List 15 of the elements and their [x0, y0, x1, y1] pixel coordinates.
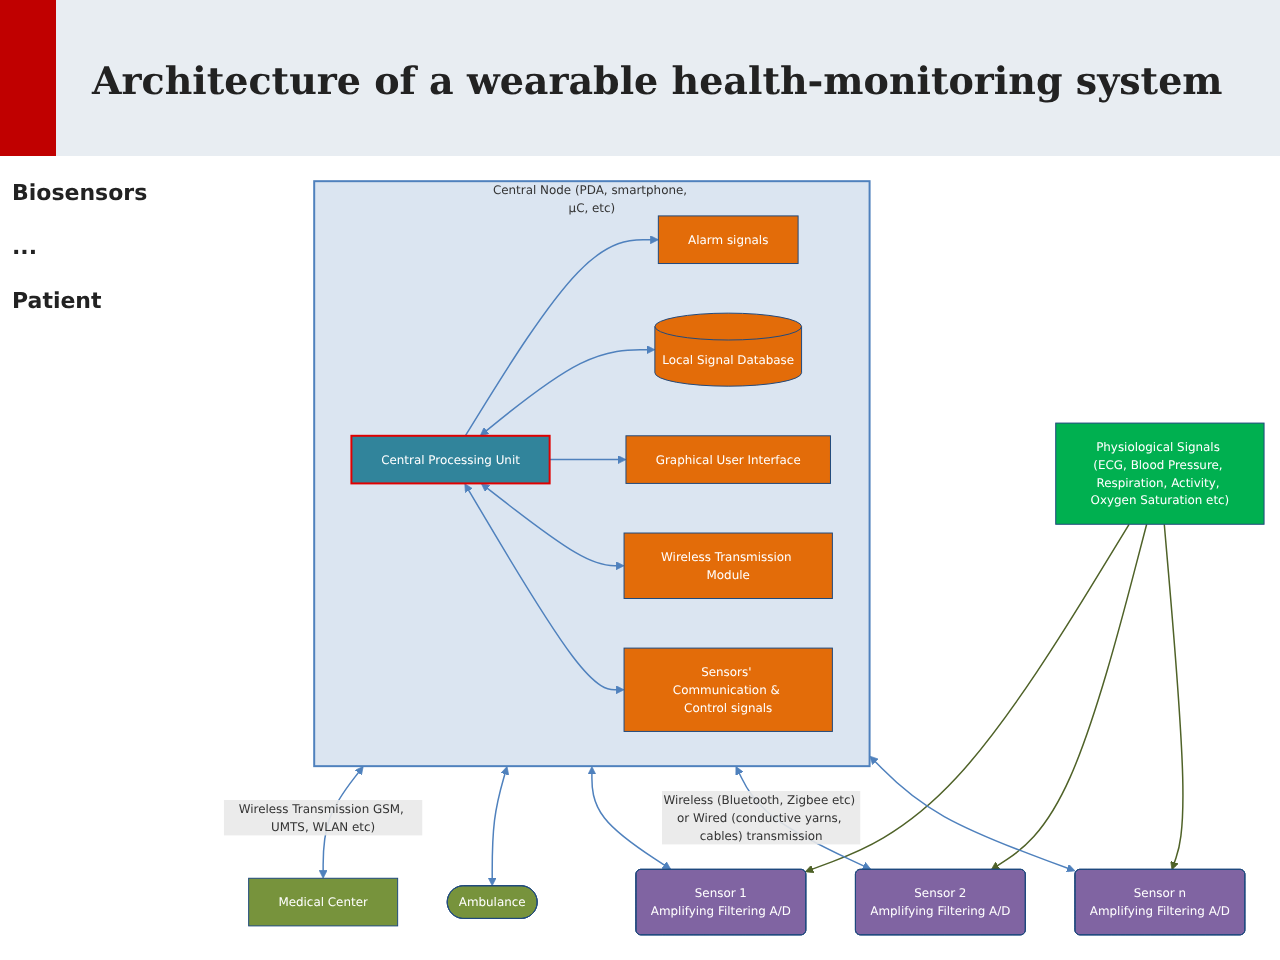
arrow [548, 455, 627, 464]
side-label: Patient [12, 288, 104, 314]
arrow [990, 523, 1148, 871]
arrow [1163, 523, 1184, 871]
arrow [869, 755, 1076, 873]
arrow [464, 235, 659, 437]
title: Architecture of a wearable health-monitoring system [92, 60, 1223, 104]
arrow [479, 345, 656, 436]
arrow [464, 483, 625, 695]
arrow [481, 483, 625, 571]
side-label: ... [12, 234, 40, 260]
side-label: Biosensors [12, 180, 150, 206]
arrow [587, 766, 672, 870]
arrow [804, 523, 1130, 874]
arrow [487, 766, 510, 887]
